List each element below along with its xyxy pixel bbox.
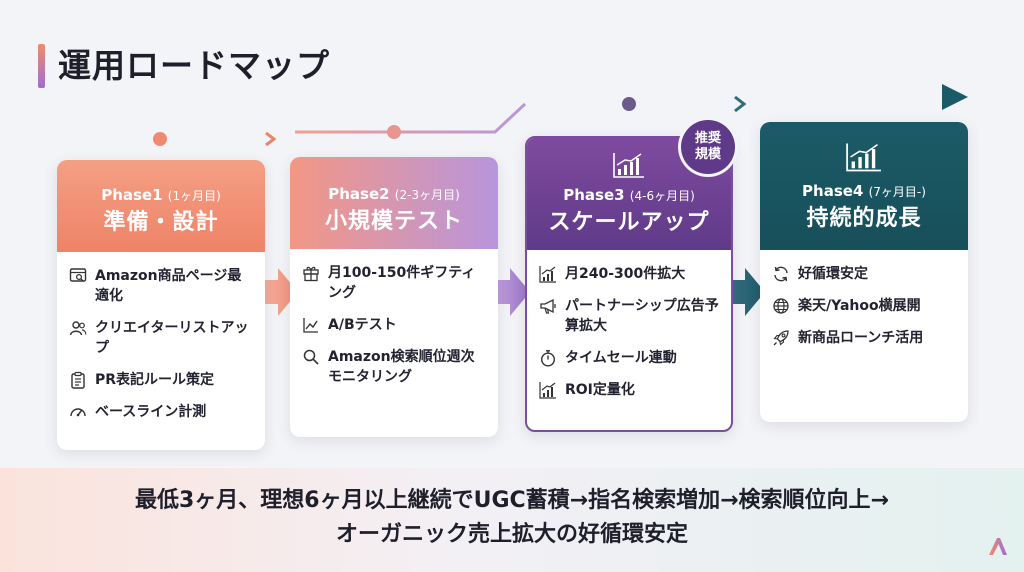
phase-card-2-header: Phase2 (2-3ヶ月目) 小規模テスト: [290, 157, 498, 249]
gift-icon: [303, 266, 319, 282]
recommended-scale-badge: 推奨 規模: [681, 120, 735, 174]
refresh-icon: [774, 266, 788, 282]
line-chart-icon: [303, 318, 318, 333]
stopwatch-icon: [540, 350, 556, 367]
list-item: 月100-150件ギフティング: [302, 263, 488, 303]
item-text: パートナーシップ広告予算拡大: [565, 298, 719, 334]
list-item: 好循環安定: [772, 264, 958, 284]
arrow-3-to-4: [727, 268, 765, 316]
phase-card-1-header: Phase1 (1ヶ月目) 準備・設計: [57, 160, 265, 252]
list-item: ROI定量化: [539, 380, 721, 400]
list-item: ベースライン計測: [69, 402, 255, 422]
list-item: タイムセール連動: [539, 348, 721, 368]
footer-line-2: オーガニック売上拡大の好循環安定: [335, 522, 688, 547]
rocket-icon: [773, 330, 789, 346]
item-text: A/Bテスト: [328, 317, 397, 333]
item-text: Amazon検索順位週次モニタリング: [328, 349, 475, 385]
gauge-icon: [70, 408, 86, 417]
arrow-1-to-2: [258, 268, 298, 316]
list-item: Amazon商品ページ最適化: [69, 266, 255, 306]
item-text: 楽天/Yahoo横展開: [798, 298, 921, 314]
phase-title: 持続的成長: [806, 206, 922, 231]
users-icon: [69, 321, 87, 336]
phase-label: Phase1 (1ヶ月目): [57, 160, 265, 204]
growth-chart-icon: [539, 382, 556, 399]
phase-title: スケールアップ: [548, 210, 710, 235]
footer-text: 最低3ヶ月、理想6ヶ月以上継続でUGC蓄積→指名検索増加→検索順位向上→ オーガ…: [0, 484, 1024, 552]
item-text: ベースライン計測: [95, 404, 207, 420]
phase-title: 小規模テスト: [324, 209, 463, 234]
phase-period: (1ヶ月目): [167, 189, 221, 203]
phase-card-4-header: Phase4 (7ヶ月目-) 持続的成長: [760, 122, 968, 250]
phase-period: (4-6ヶ月目): [629, 189, 695, 203]
globe-icon: [773, 298, 789, 314]
list-item: A/Bテスト: [302, 315, 488, 335]
item-text: ROI定量化: [565, 382, 635, 398]
timeline-line-1: [58, 131, 277, 147]
title-accent-bar: [38, 44, 45, 88]
timeline-line-3: [525, 95, 747, 113]
page-title: 運用ロードマップ: [58, 46, 330, 85]
footer-line-1: 最低3ヶ月、理想6ヶ月以上継続でUGC蓄積→指名検索増加→検索順位向上→: [135, 488, 889, 513]
growth-chart-icon: [846, 143, 881, 172]
timeline-line-2: [295, 102, 527, 139]
clipboard-icon: [71, 371, 85, 389]
item-text: クリエイターリストアップ: [95, 320, 249, 356]
list-item: 新商品ローンチ活用: [772, 328, 958, 348]
growth-chart-icon: [539, 266, 556, 283]
phase-label: Phase4 (7ヶ月目-): [760, 122, 968, 200]
phase-card-4: Phase4 (7ヶ月目-) 持続的成長 好循環安定 楽天/Yahoo横展開 新…: [760, 122, 968, 422]
list-item: PR表記ルール策定: [69, 370, 255, 390]
growth-chart-icon: [613, 153, 644, 178]
list-item: パートナーシップ広告予算拡大: [539, 296, 721, 336]
arrow-2-to-3: [492, 268, 530, 316]
list-item: 楽天/Yahoo横展開: [772, 296, 958, 316]
megaphone-icon: [540, 298, 556, 314]
footer-banner: [0, 468, 1024, 572]
phase-label: Phase2 (2-3ヶ月目): [290, 157, 498, 203]
list-item: 月240-300件拡大: [539, 264, 721, 284]
phase-number: Phase3: [563, 186, 625, 204]
item-text: タイムセール連動: [565, 350, 677, 366]
item-text: 好循環安定: [798, 266, 868, 282]
phase-period: (2-3ヶ月目): [394, 188, 460, 202]
list-item: クリエイターリストアップ: [69, 318, 255, 358]
phase-period: (7ヶ月目-): [868, 185, 926, 199]
brand-logo-icon: [989, 538, 1007, 555]
item-text: 月240-300件拡大: [565, 266, 686, 282]
phase-title: 準備・設計: [103, 210, 219, 235]
item-text: PR表記ルール策定: [95, 372, 215, 388]
item-text: 月100-150件ギフティング: [328, 265, 476, 301]
search-icon: [303, 349, 319, 365]
phase-label: Phase3 (4-6ヶ月目): [527, 138, 731, 204]
phase-number: Phase4: [802, 182, 864, 200]
item-text: 新商品ローンチ活用: [798, 330, 924, 346]
timeline-line-4: [762, 84, 968, 110]
search-page-icon: [69, 268, 87, 282]
phase-card-3: Phase3 (4-6ヶ月目) スケールアップ 月240-300件拡大 パートナ…: [525, 136, 733, 432]
phase-card-1: Phase1 (1ヶ月目) 準備・設計 Amazon商品ページ最適化 クリエイタ…: [57, 160, 265, 450]
phase-number: Phase1: [101, 186, 163, 204]
phase-card-2: Phase2 (2-3ヶ月目) 小規模テスト 月100-150件ギフティング A…: [290, 157, 498, 437]
phase-number: Phase2: [328, 185, 390, 203]
item-text: Amazon商品ページ最適化: [95, 268, 242, 304]
list-item: Amazon検索順位週次モニタリング: [302, 347, 488, 387]
